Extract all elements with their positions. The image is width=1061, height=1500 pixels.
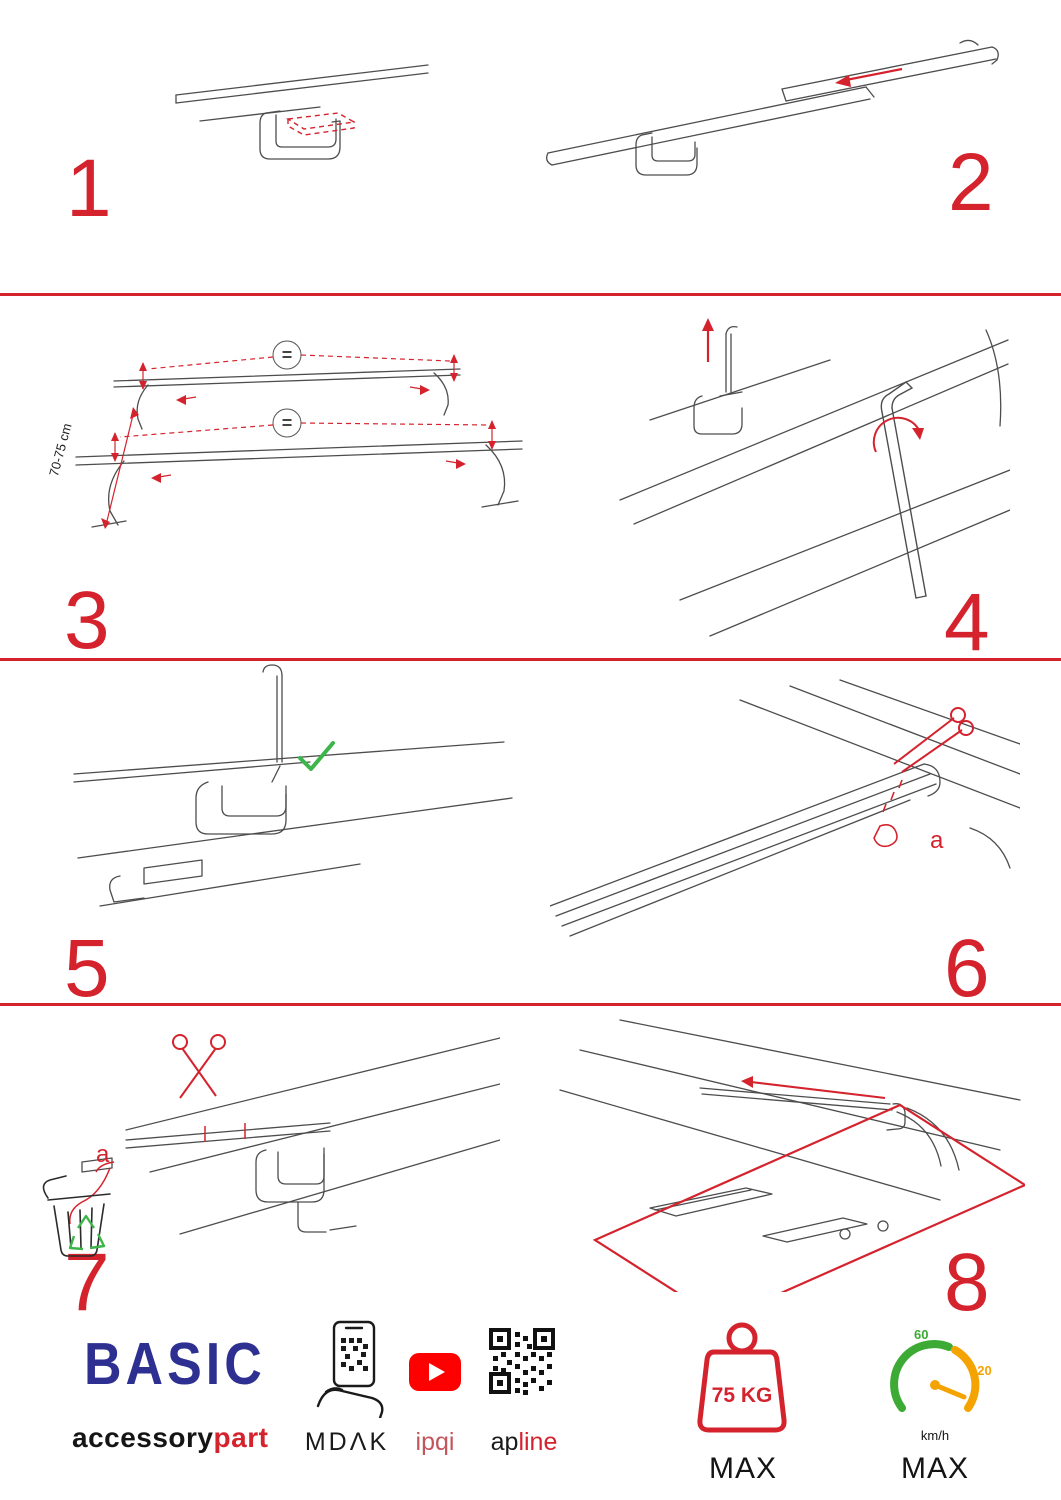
- crossbars-drawing: [75, 368, 523, 528]
- step-4-illustration: [619, 318, 1010, 637]
- equal-spacing-marks: = =: [272, 340, 302, 438]
- step-2-number: 2: [948, 137, 994, 228]
- step-1-number: 1: [66, 143, 112, 234]
- brand-subtitle-black: accessory: [72, 1422, 214, 1453]
- youtube-icon: [409, 1353, 461, 1391]
- step-3-illustration: = =: [75, 340, 523, 529]
- trash-icon: [42, 1175, 111, 1257]
- step-4-number: 4: [944, 577, 990, 668]
- rubber-strip-end: [873, 824, 898, 848]
- brand-subtitle: accessorypart: [72, 1422, 268, 1454]
- partner-ipqi-label: ipqi: [415, 1428, 455, 1456]
- speed-high-label: 120: [970, 1363, 992, 1378]
- step-8-number: 8: [944, 1237, 990, 1328]
- part-label-a: a: [930, 827, 944, 854]
- rotate-arrow: [872, 416, 924, 453]
- strip-and-clamp-drawing: [81, 1037, 500, 1235]
- partner-mdak-label: MDΛK: [304, 1428, 390, 1456]
- apline-black: ap: [490, 1428, 519, 1456]
- roof-rails-drawing: [559, 1019, 1021, 1243]
- step-2-illustration: [546, 39, 999, 176]
- slide-arrow: [835, 67, 903, 87]
- weight-max-label: MAX: [708, 1452, 777, 1485]
- apline-red: line: [518, 1428, 558, 1456]
- slide-arrow: [741, 1076, 886, 1099]
- step-3-number: 3: [64, 575, 110, 666]
- step-5-number: 5: [64, 923, 110, 1014]
- step-1-illustration: [175, 64, 429, 160]
- clamp-pin-drawing: [73, 664, 513, 907]
- speed-unit-label: km/h: [920, 1428, 950, 1443]
- step-6-illustration: a: [550, 679, 1020, 937]
- step-8-illustration: [559, 1019, 1025, 1292]
- bar-and-strip-drawing: [546, 39, 999, 176]
- roof-bar-drawing: [175, 64, 429, 160]
- part-label-a: a: [96, 1141, 110, 1168]
- highlight-pad-dashed: [285, 112, 357, 136]
- allen-key: [880, 381, 927, 599]
- weight-value: 75 KG: [712, 1384, 773, 1407]
- equal-sign: =: [282, 345, 293, 365]
- speedometer-icon: 60 120: [890, 1327, 992, 1412]
- partner-apline-label: apline: [476, 1428, 572, 1457]
- brand-subtitle-red: part: [213, 1422, 269, 1453]
- section-divider-3: [0, 1003, 1061, 1006]
- speed-max-label: MAX: [900, 1452, 969, 1485]
- scissors-icon: [172, 1034, 226, 1099]
- check-icon: [298, 741, 335, 771]
- speed-low-label: 60: [914, 1327, 928, 1342]
- phone-qr-pixels: [341, 1338, 368, 1371]
- qr-code-icon: [489, 1328, 555, 1395]
- section-divider-1: [0, 293, 1061, 296]
- insert-arrow: [702, 318, 714, 362]
- brand-logo: BASIC: [84, 1331, 266, 1398]
- alignment-frame: [592, 1103, 1025, 1292]
- recycle-icon: [68, 1214, 106, 1251]
- step-6-number: 6: [944, 923, 990, 1014]
- max-weight-icon: 75 KG: [697, 1322, 787, 1433]
- equal-sign: =: [282, 413, 293, 433]
- step-7-illustration: a: [42, 1034, 500, 1257]
- dimension-arrowheads: [101, 354, 496, 529]
- bar-profile-drawing: [550, 679, 1020, 937]
- roof-and-clamp-drawing: [619, 326, 1010, 637]
- section-divider-2: [0, 658, 1061, 661]
- scissors-icon: [882, 707, 974, 813]
- step-5-illustration: [73, 664, 513, 907]
- cut-marks-and-discard-path: [69, 1123, 246, 1225]
- scan-phone-icon: [316, 1320, 384, 1418]
- step-7-number: 7: [64, 1237, 110, 1328]
